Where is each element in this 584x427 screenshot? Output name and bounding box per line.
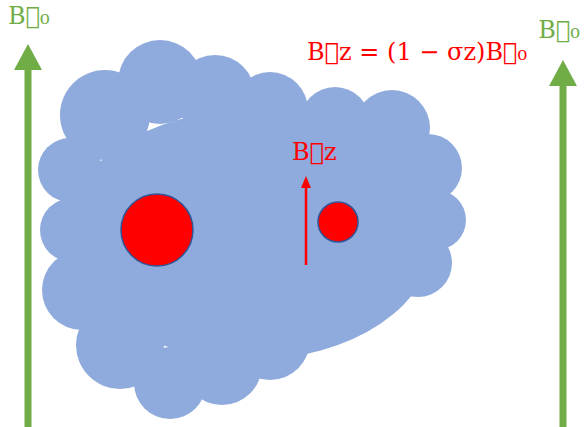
local-field-arrow xyxy=(301,176,311,265)
electron-cloud xyxy=(38,40,466,419)
field-arrow-left xyxy=(14,44,42,427)
nucleus-small xyxy=(318,202,358,242)
field-label: B⃗₀ xyxy=(538,16,580,45)
field-label: B⃗₀ xyxy=(8,2,50,31)
equation-label: B⃗z = (1 − σz)B⃗₀ xyxy=(307,38,527,67)
nucleus-large xyxy=(121,194,193,266)
field-arrow-right xyxy=(549,60,577,427)
field-label: B⃗z xyxy=(292,138,337,167)
